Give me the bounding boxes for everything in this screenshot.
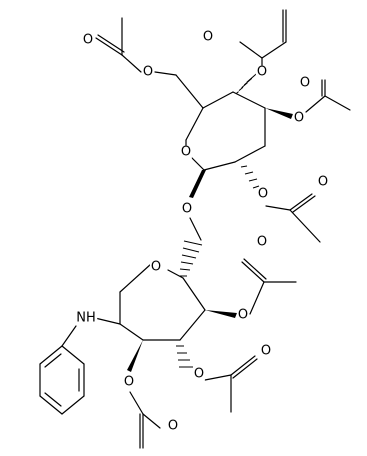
acetate-2 (127, 340, 161, 449)
c5-c6-bond (179, 240, 203, 277)
o3-ester-oxygen: O (192, 366, 206, 382)
o3prime-ester-oxygen: O (292, 110, 306, 126)
amine-label: NH (75, 310, 97, 326)
o4-ester-oxygen: O (236, 307, 250, 323)
ring-oxygen-top: O (179, 144, 193, 160)
top-ring (185, 91, 266, 171)
c1-amine-bond (61, 317, 121, 347)
acetate-4prime (236, 9, 287, 94)
o4-carbonyl-oxygen: O (255, 234, 269, 250)
o3prime-carbonyl-oxygen: O (298, 75, 312, 91)
glycosidic-link (189, 170, 206, 241)
bottom-ring (119, 263, 206, 341)
o4prime-ester-oxygen: O (255, 64, 269, 80)
o2-carbonyl-oxygen: O (166, 418, 180, 434)
ring-oxygen-bottom: O (149, 259, 163, 275)
phenyl-ring (39, 345, 85, 415)
o4prime-carbonyl-oxygen: O (201, 29, 215, 45)
o2prime-carbonyl-oxygen: O (316, 174, 330, 190)
o2prime-ester-oxygen: O (256, 186, 270, 202)
acetate-6prime (95, 17, 204, 109)
o3-carbonyl-oxygen: O (259, 343, 273, 359)
acetate-3 (176, 345, 258, 413)
glycosidic-oxygen: O (180, 201, 194, 217)
o2-ester-oxygen: O (122, 374, 136, 390)
acetate-4 (205, 258, 297, 318)
acetate-2prime (240, 165, 321, 243)
acetate-3prime (265, 79, 351, 119)
o6prime-carbonyl-oxygen: O (81, 32, 95, 48)
o6prime-ester-oxygen: O (141, 64, 155, 80)
